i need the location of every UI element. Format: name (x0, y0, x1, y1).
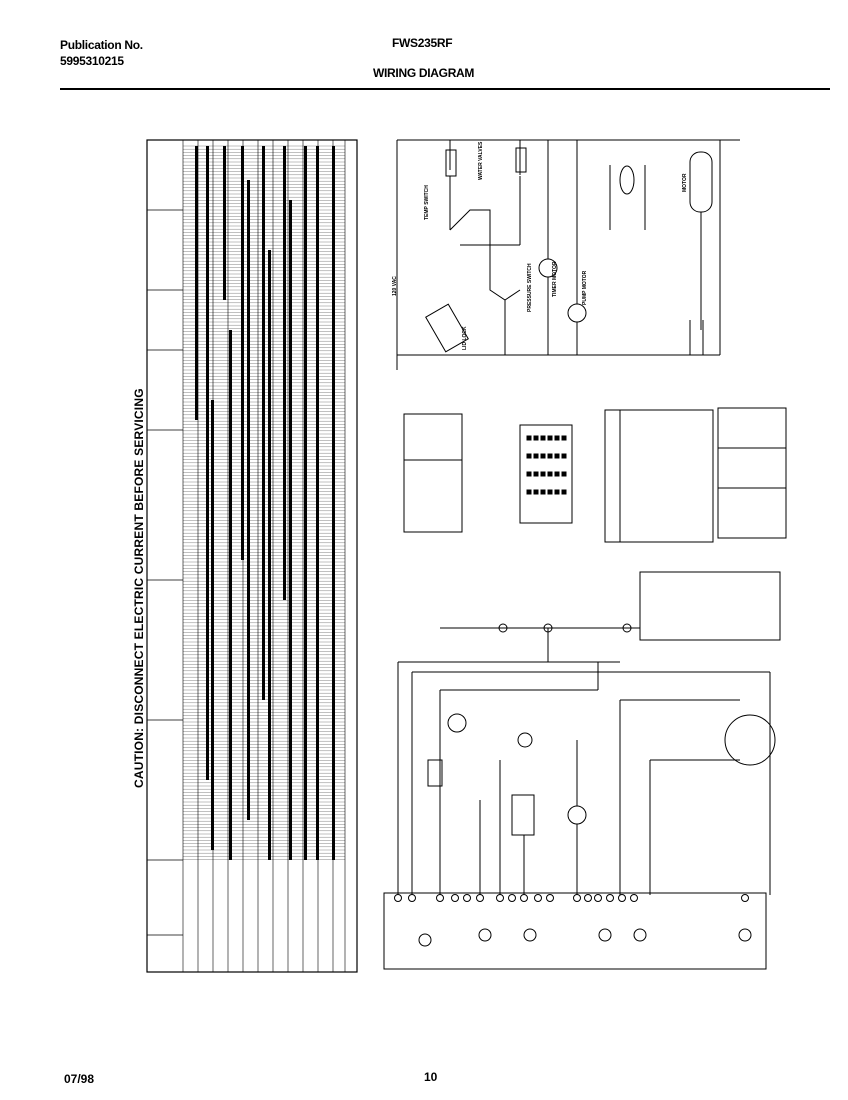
terminal-connector (496, 894, 504, 902)
chart-contact-bar (283, 146, 286, 600)
chart-contact-bar (316, 146, 319, 860)
legend-marker (526, 453, 532, 459)
supply-label: 120 VAC (392, 276, 398, 296)
schematic-upper (396, 139, 740, 370)
chart-contact-bar (262, 146, 265, 700)
lid-lock-label: LID LOCK (462, 326, 468, 350)
model-number: FWS235RF (392, 36, 453, 50)
terminal-connector (520, 894, 528, 902)
timer-switch-contact (633, 928, 647, 942)
legend-marker (547, 435, 553, 441)
terminal-connector (630, 894, 638, 902)
legend-marker (540, 435, 546, 441)
chart-contact-bar (223, 146, 226, 300)
chart-contact-bar (268, 250, 271, 860)
timer-switch-contact (478, 928, 492, 942)
publication-number: 5995310215 (60, 54, 124, 68)
legend-marker (533, 471, 539, 477)
legend-marker (526, 435, 532, 441)
legend-marker (554, 471, 560, 477)
chart-contact-bar (206, 146, 209, 780)
timer-switch-contact (598, 928, 612, 942)
timer-chart (146, 139, 358, 973)
legend-marker (547, 471, 553, 477)
diagram-title: WIRING DIAGRAM (373, 66, 475, 80)
legend-marker (561, 489, 567, 495)
temp-switch-label: TEMP SWITCH (424, 185, 430, 220)
timer-switch-contact (523, 928, 537, 942)
chart-contact-bar (289, 200, 292, 860)
terminal-connector (394, 894, 402, 902)
motor-label: MOTOR (682, 173, 688, 192)
terminal-connector (618, 894, 626, 902)
timer-switch-contact (418, 933, 432, 947)
terminal-connector (594, 894, 602, 902)
footer-date: 07/98 (64, 1072, 95, 1086)
legend-marker (533, 489, 539, 495)
terminal-connector (606, 894, 614, 902)
terminal-connector (476, 894, 484, 902)
water-valves-label: WATER VALVES (478, 141, 484, 180)
legend-marker (526, 489, 532, 495)
pump-motor-label: PUMP MOTOR (582, 270, 588, 305)
pressure-switch-label: PRESSURE SWITCH (527, 263, 533, 312)
chart-contact-bar (304, 146, 307, 860)
chart-contact-bar (195, 146, 198, 420)
terminal-connector (436, 894, 444, 902)
chart-contact-bar (332, 146, 335, 860)
timer-motor-label: TIMER MOTOR (552, 261, 558, 297)
header-rule (60, 88, 830, 90)
terminal-connector (584, 894, 592, 902)
legend-marker (561, 471, 567, 477)
legend-marker (554, 489, 560, 495)
chart-contact-bar (229, 330, 232, 860)
legend-marker (540, 489, 546, 495)
schematic-lower (383, 623, 776, 970)
legend-marker (554, 435, 560, 441)
chart-contact-bar (241, 146, 244, 560)
publication-label: Publication No. (60, 38, 143, 52)
legend-marker (526, 471, 532, 477)
legend-marker (533, 453, 539, 459)
timer-switch-contact (738, 928, 752, 942)
terminal-connector (451, 894, 459, 902)
legend-boxes (403, 407, 787, 641)
terminal-connector (463, 894, 471, 902)
chart-contact-bar (247, 180, 250, 820)
legend-marker (561, 435, 567, 441)
terminal-connector (408, 894, 416, 902)
legend-marker (533, 435, 539, 441)
legend-marker (540, 471, 546, 477)
page-number: 10 (424, 1070, 438, 1084)
legend-marker (561, 453, 567, 459)
legend-marker (554, 453, 560, 459)
terminal-connector (573, 894, 581, 902)
legend-marker (547, 489, 553, 495)
chart-contact-bar (211, 400, 214, 850)
terminal-connector (508, 894, 516, 902)
terminal-connector (741, 894, 749, 902)
legend-marker (547, 453, 553, 459)
terminal-connector (546, 894, 554, 902)
legend-marker (540, 453, 546, 459)
terminal-connector (534, 894, 542, 902)
